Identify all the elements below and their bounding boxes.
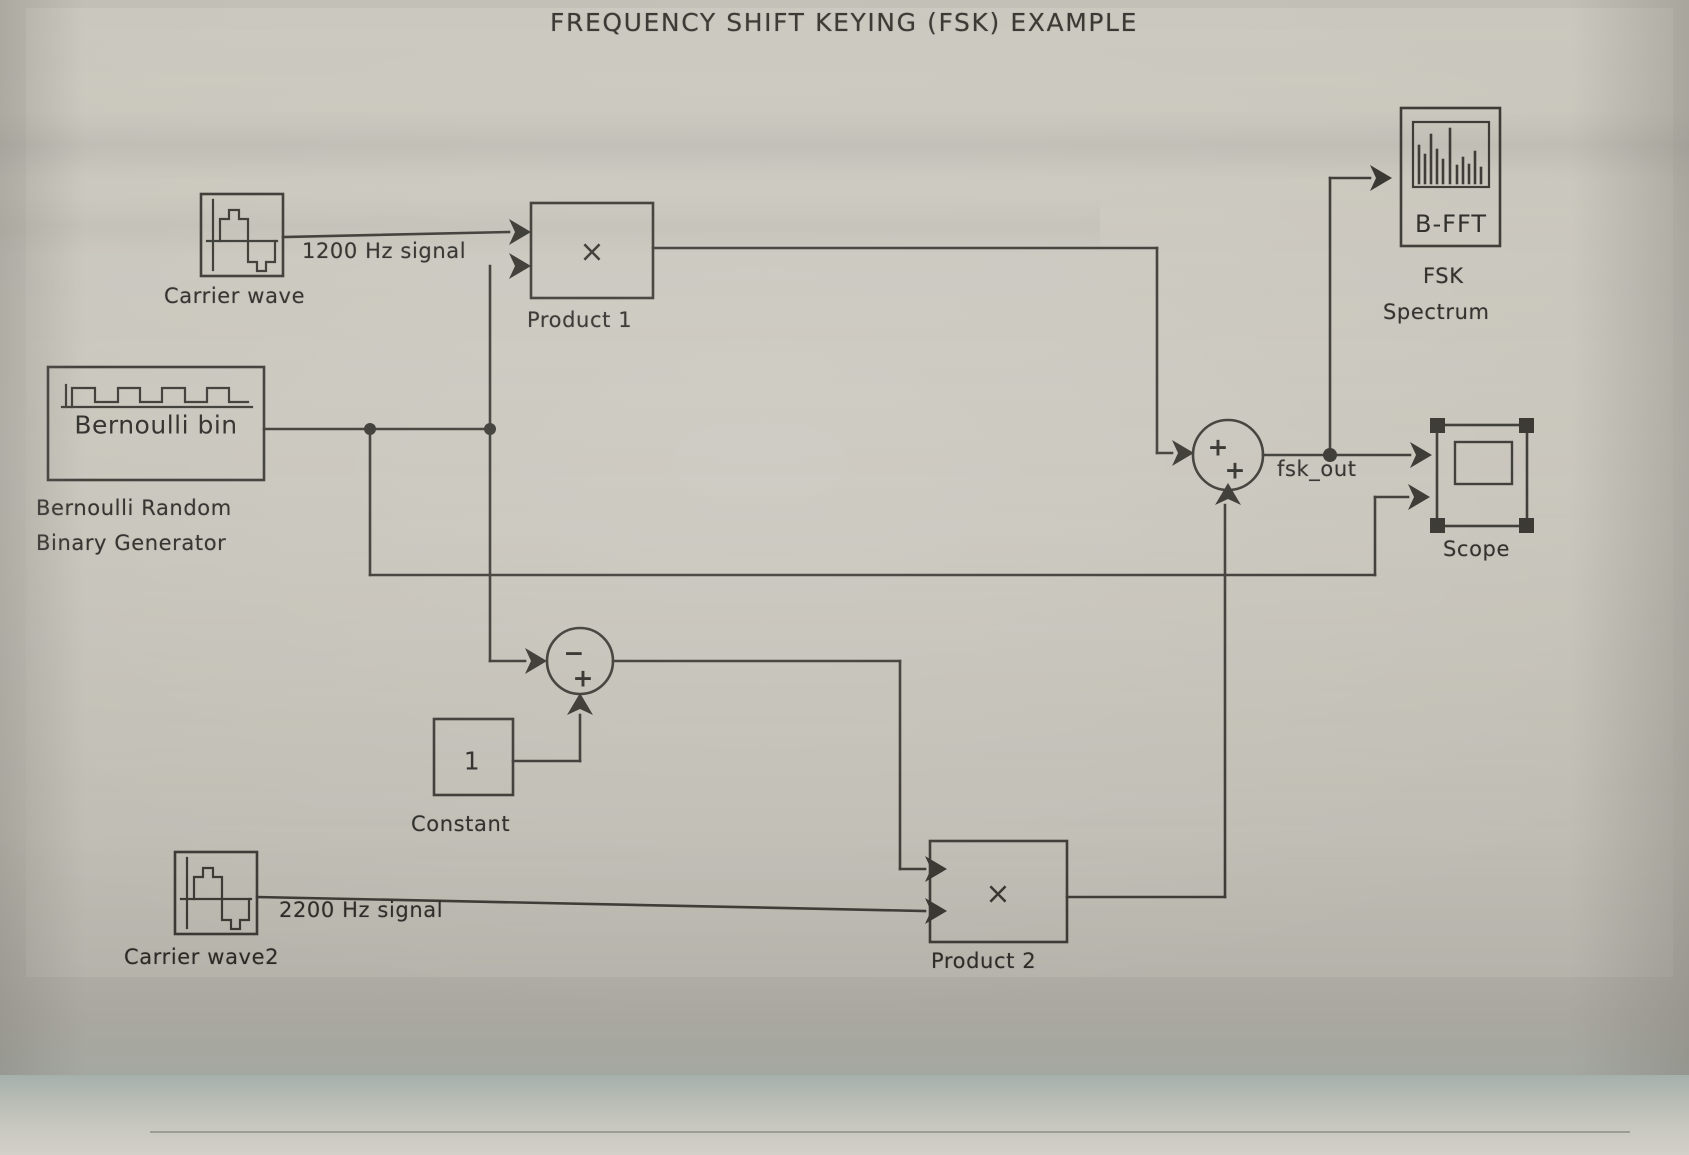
scope-block-outline — [1435, 423, 1529, 528]
constant-block-outline — [432, 717, 515, 797]
paper-inner-area — [26, 8, 1673, 977]
block-label-bernoulli-line1: Bernoulli Random — [36, 496, 232, 520]
signal-label-1200hz: 1200 Hz signal — [302, 239, 467, 263]
wire-carrier2-to-product2-in2 — [255, 895, 927, 913]
block-label-fsk-line2: Spectrum — [1383, 300, 1490, 324]
bernoulli-block-outline — [46, 365, 266, 482]
signal-label-2200hz: 2200 Hz signal — [279, 898, 444, 922]
scope-screen — [1453, 440, 1514, 486]
signal-arrowheads — [509, 165, 1432, 924]
page-title: FREQUENCY SHIFT KEYING (FSK) EXAMPLE — [550, 8, 1138, 37]
block-label-carrier-wave: Carrier wave — [164, 284, 306, 308]
sum-main-plus-top: + — [1207, 432, 1229, 462]
sum-lower-minus: − — [563, 638, 585, 668]
fft-inner-label: B-FFT — [1415, 210, 1487, 238]
wire-junction-dots — [364, 423, 1337, 462]
sum-main-plus-bottom: + — [1224, 455, 1246, 485]
carrier-wave-block-outline — [199, 192, 285, 278]
wire-carrier1-to-product1 — [281, 230, 511, 239]
product2-block-outline — [928, 839, 1069, 944]
sum-lower-plus: + — [572, 663, 594, 693]
block-label-constant: Constant — [411, 812, 511, 836]
fsk-spectrum-block-outline — [1399, 106, 1502, 248]
product1-multiply-symbol: × — [579, 234, 605, 270]
block-label-product2: Product 2 — [931, 949, 1037, 973]
scope-selection-handles — [1430, 418, 1534, 533]
fft-icon-frame — [1411, 120, 1491, 189]
carrier-wave2-block-outline — [173, 850, 259, 936]
block-label-product1: Product 1 — [527, 308, 633, 332]
bernoulli-inner-label: Bernoulli bin — [74, 410, 238, 440]
block-label-bernoulli-line2: Binary Generator — [36, 531, 227, 555]
constant-value: 1 — [463, 746, 481, 776]
block-label-carrier-wave2: Carrier wave2 — [124, 945, 280, 969]
block-label-fsk-line1: FSK — [1423, 264, 1464, 288]
block-label-scope: Scope — [1443, 537, 1510, 561]
product1-block-outline — [529, 201, 655, 300]
signal-label-fsk-out: fsk_out — [1277, 457, 1357, 481]
product2-multiply-symbol: × — [985, 876, 1011, 912]
